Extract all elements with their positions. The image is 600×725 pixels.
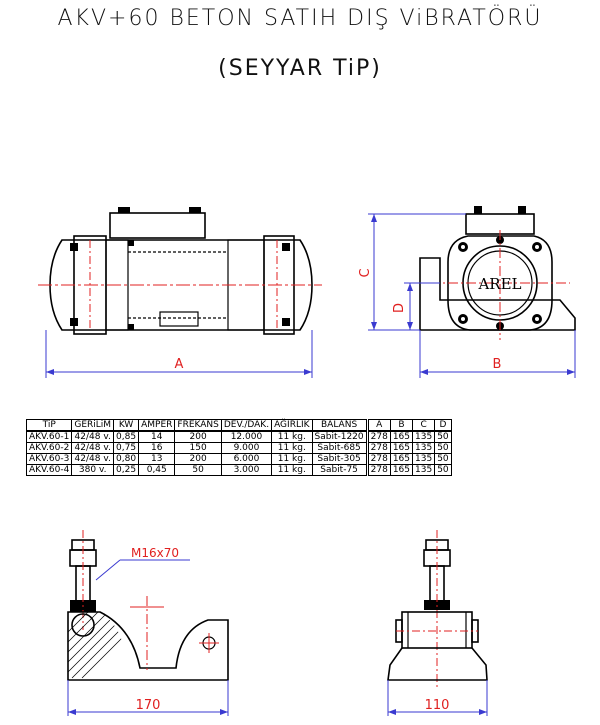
col-header: GERiLiM	[71, 419, 115, 432]
table-cell: 165	[389, 442, 414, 454]
table-cell: 0,75	[113, 442, 140, 454]
table-cell: 135	[412, 442, 436, 454]
table-cell: 278	[365, 464, 391, 476]
table-cell: 11 kg.	[271, 453, 313, 465]
table-row: AKV.60-2 42/48 v. 0,75 16 150 9.000 11 k…	[25, 442, 452, 454]
table-cell: 150	[174, 442, 222, 454]
table-cell: 0,80	[113, 453, 140, 465]
bottom-plate	[159, 311, 199, 327]
side-base	[419, 257, 576, 331]
table-cell: 42/48 v.	[71, 430, 115, 443]
table-cell: AKV.60-2	[25, 442, 73, 454]
table-row: AKV.60-3 42/48 v. 0,80 13 200 6.000 11 k…	[25, 453, 452, 465]
table-cell: Sabit-75	[311, 464, 368, 476]
housing-bolts	[458, 236, 542, 330]
bracket-front-view: M16x70 170	[67, 530, 229, 716]
table-cell: 42/48 v.	[71, 442, 115, 454]
table-row: AKV.60-1 42/48 v. 0,85 14 200 12.000 11 …	[25, 430, 452, 443]
table-cell: AKV.60-1	[25, 430, 73, 443]
terminal-box	[109, 212, 206, 239]
table-cell: 11 kg.	[271, 464, 313, 476]
table-cell: 278	[365, 453, 391, 465]
side-housing	[447, 235, 553, 331]
col-header: DEV./DAK.	[220, 419, 273, 432]
dim-170-label: 170	[136, 698, 161, 713]
top-lug-right	[189, 207, 201, 213]
table-cell: 13	[138, 453, 176, 465]
col-header: KW	[113, 419, 140, 432]
table-cell: 50	[434, 430, 452, 443]
dim-a-label: A	[175, 357, 184, 372]
bracket-side-base	[387, 647, 488, 681]
col-header: BALANS	[311, 419, 368, 432]
top-lug-left	[118, 207, 130, 213]
drawing-title: AKV+60 BETON SATIH DIŞ ViBRATÖRÜ	[57, 6, 543, 31]
vibrator-front-view: A	[38, 207, 322, 378]
col-header: TiP	[25, 419, 73, 432]
col-header: AĞIRLIK	[271, 419, 313, 432]
table-cell: 42/48 v.	[71, 453, 115, 465]
vibrator-side-view: AREL C D B	[358, 206, 576, 378]
motor-body	[49, 239, 313, 331]
table-cell: Sabit-685	[311, 442, 368, 454]
left-collar	[105, 239, 129, 331]
table-cell: 16	[138, 442, 176, 454]
col-header: A	[365, 419, 391, 432]
table-cell: 12.000	[220, 430, 273, 443]
table-cell: 6.000	[220, 453, 273, 465]
table-cell: 0,45	[138, 464, 176, 476]
table-cell: 0,85	[113, 430, 140, 443]
bracket-hatch	[68, 612, 124, 679]
table-cell: 50	[434, 453, 452, 465]
table-cell: 11 kg.	[271, 442, 313, 454]
table-cell: AKV.60-3	[25, 453, 73, 465]
table-cell: 135	[412, 430, 436, 443]
table-cell: 135	[412, 464, 436, 476]
bracket-side-view: 110	[387, 530, 488, 716]
table-cell: AKV.60-4	[25, 464, 73, 476]
table-cell: 135	[412, 453, 436, 465]
bracket-body	[67, 611, 229, 681]
bracket-pin-hole	[71, 613, 95, 637]
table-cell: 380 v.	[71, 464, 115, 476]
table-cell: 165	[389, 453, 414, 465]
table-cell: 165	[389, 464, 414, 476]
drawing-subtitle: (SEYYAR TiP)	[218, 56, 382, 81]
table-cell: 50	[434, 442, 452, 454]
dim-d-label: D	[392, 303, 407, 313]
table-cell: 11 kg.	[271, 430, 313, 443]
dim-110-label: 110	[425, 698, 450, 713]
table-cell: 0,25	[113, 464, 140, 476]
table-cell: 165	[389, 430, 414, 443]
col-header: B	[389, 419, 414, 432]
table-cell: 50	[434, 464, 452, 476]
spec-table-header: TiP GERiLiM KW AMPER FREKANS DEV./DAK. A…	[25, 419, 452, 432]
col-header: AMPER	[138, 419, 176, 432]
col-header: C	[412, 419, 436, 432]
table-row: AKV.60-4 380 v. 0,25 0,45 50 3.000 11 kg…	[25, 464, 452, 476]
table-cell: 200	[174, 430, 222, 443]
dim-b-label: B	[493, 357, 502, 372]
table-cell: 50	[174, 464, 222, 476]
table-cell: 278	[365, 430, 391, 443]
table-cell: Sabit-305	[311, 453, 368, 465]
table-cell: 9.000	[220, 442, 273, 454]
table-cell: 14	[138, 430, 176, 443]
bolt-size-label: M16x70	[131, 546, 179, 560]
col-header: FREKANS	[174, 419, 222, 432]
table-cell: 278	[365, 442, 391, 454]
brand-label: AREL	[477, 275, 521, 293]
table-cell: 200	[174, 453, 222, 465]
table-cell: 3.000	[220, 464, 273, 476]
table-cell: Sabit-1220	[311, 430, 368, 443]
dim-c-label: C	[358, 268, 373, 277]
spec-table: TiP GERiLiM KW AMPER FREKANS DEV./DAK. A…	[25, 419, 452, 476]
col-header: D	[434, 419, 452, 432]
